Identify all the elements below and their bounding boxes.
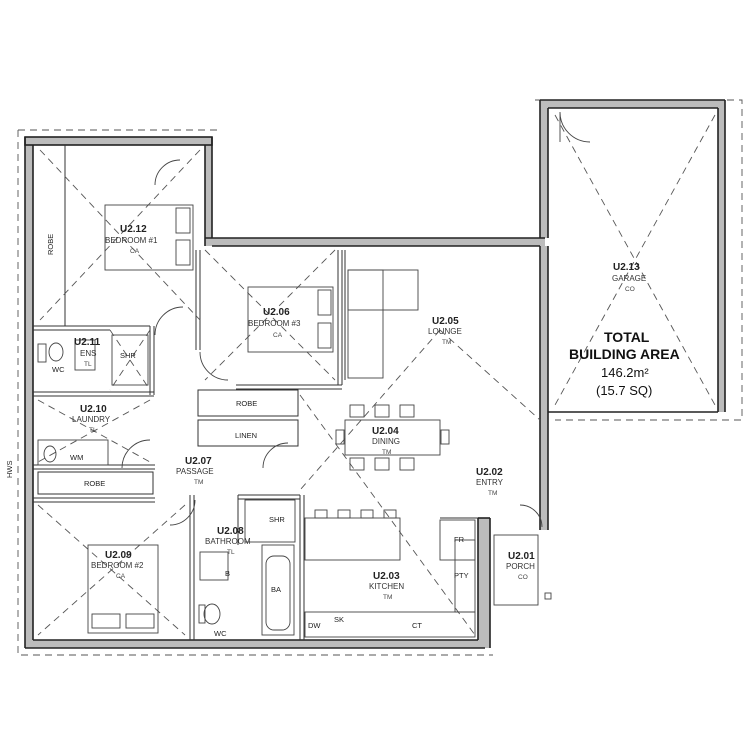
room-name: DINING bbox=[372, 437, 400, 446]
room-passage: U2.07 PASSAGE TM bbox=[176, 456, 214, 486]
fixture-labels: ROBE SHR WC ROBE LINEN WM ROBE SHR B BA … bbox=[5, 234, 469, 638]
ct-label: CT bbox=[412, 621, 422, 630]
internal-walls bbox=[33, 145, 478, 640]
room-name: LOUNGE bbox=[428, 327, 462, 336]
room-name: BATHROOM bbox=[205, 537, 251, 546]
room-code: U2.06 bbox=[263, 307, 290, 318]
room-entry: U2.02 ENTRY TM bbox=[476, 467, 504, 497]
room-name: GARAGE bbox=[612, 274, 646, 283]
dw-label: DW bbox=[308, 621, 321, 630]
doors bbox=[121, 111, 591, 528]
room-code: U2.07 bbox=[185, 456, 212, 467]
room-code: U2.08 bbox=[217, 526, 244, 537]
room-code: U2.01 bbox=[508, 551, 535, 562]
room-floor: TM bbox=[442, 339, 451, 346]
room-name: BEDROOM #3 bbox=[248, 319, 301, 328]
room-diagonals bbox=[37, 114, 716, 636]
hws-label: HWS bbox=[5, 461, 14, 479]
boundary-dashes bbox=[17, 99, 743, 656]
room-floor: TL bbox=[89, 427, 97, 434]
b-label: B bbox=[225, 569, 230, 578]
room-name: ENTRY bbox=[476, 478, 504, 487]
room-code: U2.13 bbox=[613, 262, 640, 273]
room-bath: U2.08 BATHROOM TL bbox=[205, 526, 251, 556]
total-building-area: TOTAL BUILDING AREA 146.2m² (15.7 SQ) bbox=[569, 329, 680, 398]
furniture bbox=[37, 204, 552, 638]
room-floor: CA bbox=[116, 573, 126, 580]
room-porch: U2.01 PORCH CO bbox=[506, 551, 535, 581]
room-floor: TM bbox=[194, 479, 203, 486]
room-name: PASSAGE bbox=[176, 467, 214, 476]
room-floor: TM bbox=[488, 490, 497, 497]
robe-bed1-label: ROBE bbox=[46, 234, 55, 255]
wc-bath-label: WC bbox=[214, 629, 227, 638]
total-squares-value: (15.7 SQ) bbox=[596, 383, 652, 398]
room-bed2: U2.09 BEDROOM #2 CA bbox=[91, 550, 144, 580]
shr-ens-label: SHR bbox=[120, 351, 136, 360]
robe-laundry-label: ROBE bbox=[84, 479, 105, 488]
room-name: BEDROOM #2 bbox=[91, 561, 144, 570]
fr-label: FR bbox=[454, 535, 465, 544]
room-floor: TL bbox=[84, 361, 92, 368]
room-bed1: U2.12 BEDROOM #1 CA bbox=[105, 224, 158, 255]
room-name: LAUNDRY bbox=[72, 415, 111, 424]
room-code: U2.12 bbox=[120, 224, 147, 235]
shr-bath-label: SHR bbox=[269, 515, 285, 524]
room-ens: U2.11 ENS TL bbox=[74, 337, 101, 368]
room-name: KITCHEN bbox=[369, 582, 404, 591]
room-floor: CO bbox=[518, 574, 528, 581]
room-lounge: U2.05 LOUNGE TM bbox=[428, 316, 462, 346]
ba-label: BA bbox=[271, 585, 281, 594]
room-kitchen: U2.03 KITCHEN TM bbox=[369, 571, 404, 601]
room-code: U2.03 bbox=[373, 571, 400, 582]
room-garage: U2.13 GARAGE CO bbox=[612, 262, 646, 293]
room-floor: CA bbox=[130, 248, 140, 255]
room-code: U2.10 bbox=[80, 404, 107, 415]
room-dining: U2.04 DINING TM bbox=[372, 426, 400, 456]
pty-label: PTY bbox=[454, 571, 469, 580]
room-laundry: U2.10 LAUNDRY TL bbox=[72, 404, 111, 434]
robe-bed3-label: ROBE bbox=[236, 399, 257, 408]
room-code: U2.02 bbox=[476, 467, 503, 478]
room-bed3: U2.06 BEDROOM #3 CA bbox=[248, 307, 301, 339]
linen-label: LINEN bbox=[235, 431, 257, 440]
main-walls bbox=[25, 100, 725, 648]
wc-ens-label: WC bbox=[52, 365, 65, 374]
room-code: U2.04 bbox=[372, 426, 399, 437]
room-name: BEDROOM #1 bbox=[105, 236, 158, 245]
room-code: U2.05 bbox=[432, 316, 459, 327]
sk-label: SK bbox=[334, 615, 344, 624]
room-floor: TL bbox=[227, 549, 235, 556]
wm-label: WM bbox=[70, 453, 83, 462]
room-name: ENS bbox=[80, 349, 96, 358]
room-name: PORCH bbox=[506, 562, 535, 571]
total-area-value: 146.2m² bbox=[601, 365, 649, 380]
total-title-line2: BUILDING AREA bbox=[569, 346, 680, 362]
total-title-line1: TOTAL bbox=[604, 329, 650, 345]
room-floor: TM bbox=[382, 449, 391, 456]
room-code: U2.09 bbox=[105, 550, 132, 561]
room-floor: TM bbox=[383, 594, 392, 601]
room-floor: CO bbox=[625, 286, 635, 293]
room-code: U2.11 bbox=[74, 337, 101, 348]
room-floor: CA bbox=[273, 332, 283, 339]
